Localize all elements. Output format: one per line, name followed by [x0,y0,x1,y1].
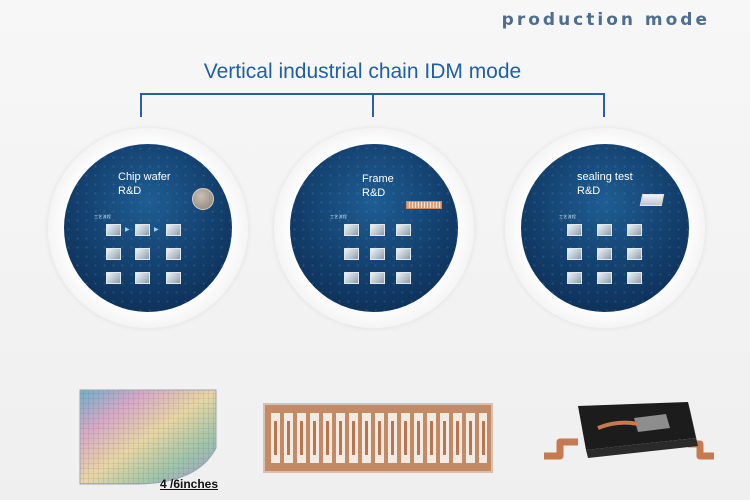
wafer-photo [79,389,217,485]
process-step-thumb [106,224,121,236]
chip-package-icon [639,194,665,206]
process-step-thumb [370,224,385,236]
wafer-disc-icon [192,188,214,210]
bracket-right-drop [603,93,605,117]
lead-frame-photo [263,403,493,473]
process-step-thumb [597,272,612,284]
stage-circle-frame: Frame R&D 工艺流程 [274,128,474,328]
process-step-thumb [597,248,612,260]
flow-label: 工艺流程 [330,214,348,219]
bracket-center-drop [372,93,374,117]
lead-frame-strip-icon [406,201,442,209]
bracket-left-drop [140,93,142,117]
process-step-thumb [567,272,582,284]
process-step-thumb [370,272,385,284]
process-step-thumb [597,224,612,236]
process-step-thumb [106,272,121,284]
process-step-thumb [627,224,642,236]
arrow-right-icon: ▶ [154,227,159,233]
process-step-thumb [396,248,411,260]
process-step-thumb [166,248,181,260]
arrow-right-icon: ▶ [125,227,130,233]
stage-circle-sealing-test: sealing test R&D 工艺流程 [505,128,705,328]
stage-disc: Frame R&D 工艺流程 [290,144,458,312]
process-step-thumb [627,248,642,260]
package-photo [544,402,714,460]
stage-circle-chip-wafer: Chip wafer R&D 工艺流程 ▶ ▶ [48,128,248,328]
process-step-thumb [106,248,121,260]
process-step-thumb [567,248,582,260]
process-step-thumb [166,272,181,284]
process-step-thumb [627,272,642,284]
process-step-thumb [344,248,359,260]
process-step-thumb [396,224,411,236]
stage-disc: sealing test R&D 工艺流程 [521,144,689,312]
stage-title: Chip wafer R&D [118,171,171,197]
process-step-thumb [166,224,181,236]
process-step-thumb [135,272,150,284]
process-step-thumb [135,248,150,260]
process-step-thumb [567,224,582,236]
flow-label: 工艺流程 [559,214,577,219]
flow-label: 工艺流程 [94,214,112,219]
page-heading: production mode [501,10,710,30]
stage-disc: Chip wafer R&D 工艺流程 ▶ ▶ [64,144,232,312]
idm-title: Vertical industrial chain IDM mode [203,60,522,83]
process-step-thumb [344,224,359,236]
stage-title: Frame R&D [362,173,394,199]
process-step-thumb [135,224,150,236]
stage-title: sealing test R&D [577,171,633,197]
process-step-thumb [344,272,359,284]
wafer-size-caption: 4 /6inches [160,477,219,491]
process-step-thumb [370,248,385,260]
process-step-thumb [396,272,411,284]
